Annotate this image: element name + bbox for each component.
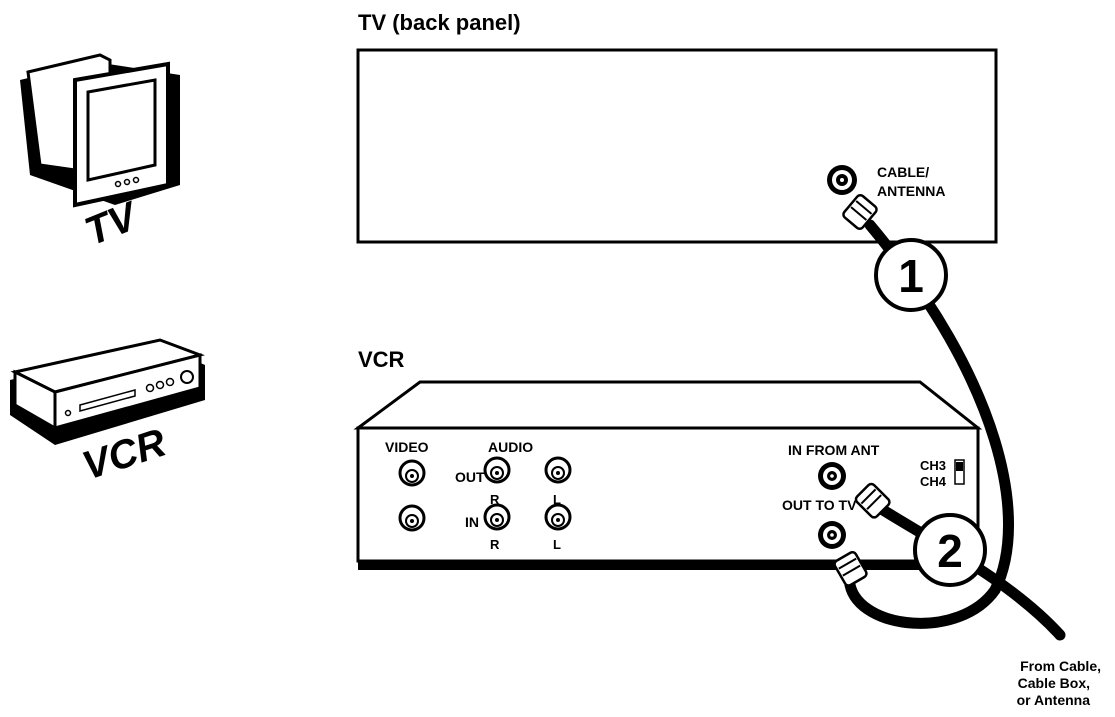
step-2-number: 2 — [937, 525, 963, 577]
source-label-1: From Cable, — [1020, 658, 1101, 674]
vcr-audio-in-label: IN — [465, 514, 479, 530]
audio-out-l-jack — [544, 456, 572, 484]
step-1-number: 1 — [898, 250, 924, 302]
vcr-audio-label: AUDIO — [488, 439, 533, 455]
vcr-out-to-tv-label: OUT TO TV — [782, 497, 857, 513]
step-2-callout: 2 — [913, 513, 987, 587]
step-1-callout: 1 — [874, 238, 948, 312]
audio-in-l-jack — [544, 503, 572, 531]
video-out-jack — [398, 459, 426, 487]
tv-cable-label-1: CABLE/ — [877, 164, 929, 180]
ch3-ch4-switch — [954, 459, 965, 485]
vcr-audio-l-bottom-label: L — [553, 537, 561, 552]
vcr-video-label: VIDEO — [385, 439, 429, 455]
tv-back-panel — [356, 48, 998, 244]
tv-panel-title: TV (back panel) — [358, 10, 521, 35]
vcr-in-from-ant-jack — [818, 462, 846, 490]
audio-in-r-jack — [483, 503, 511, 531]
cable-1 — [833, 193, 1014, 629]
source-label-2: Cable Box, — [1018, 675, 1090, 691]
audio-out-r-jack — [483, 456, 511, 484]
vcr-audio-r-bottom-label: R — [490, 537, 500, 552]
vcr-ch4-label: CH4 — [920, 474, 947, 489]
vcr-in-from-ant-label: IN FROM ANT — [788, 442, 880, 458]
vcr-icon — [10, 338, 205, 445]
vcr-panel-title: VCR — [358, 347, 405, 372]
vcr-audio-l-top-label: L — [553, 492, 561, 507]
tv-cable-antenna-jack — [827, 165, 857, 195]
vcr-audio-out-label: OUT — [455, 469, 485, 485]
video-in-jack — [398, 504, 426, 532]
vcr-audio-r-top-label: R — [490, 492, 500, 507]
vcr-back-panel — [353, 380, 983, 570]
tv-cable-label-2: ANTENNA — [877, 183, 945, 199]
vcr-out-to-tv-jack — [818, 521, 846, 549]
source-label-3: or Antenna — [1017, 692, 1091, 708]
vcr-ch3-label: CH3 — [920, 458, 946, 473]
tv-icon — [20, 53, 180, 208]
